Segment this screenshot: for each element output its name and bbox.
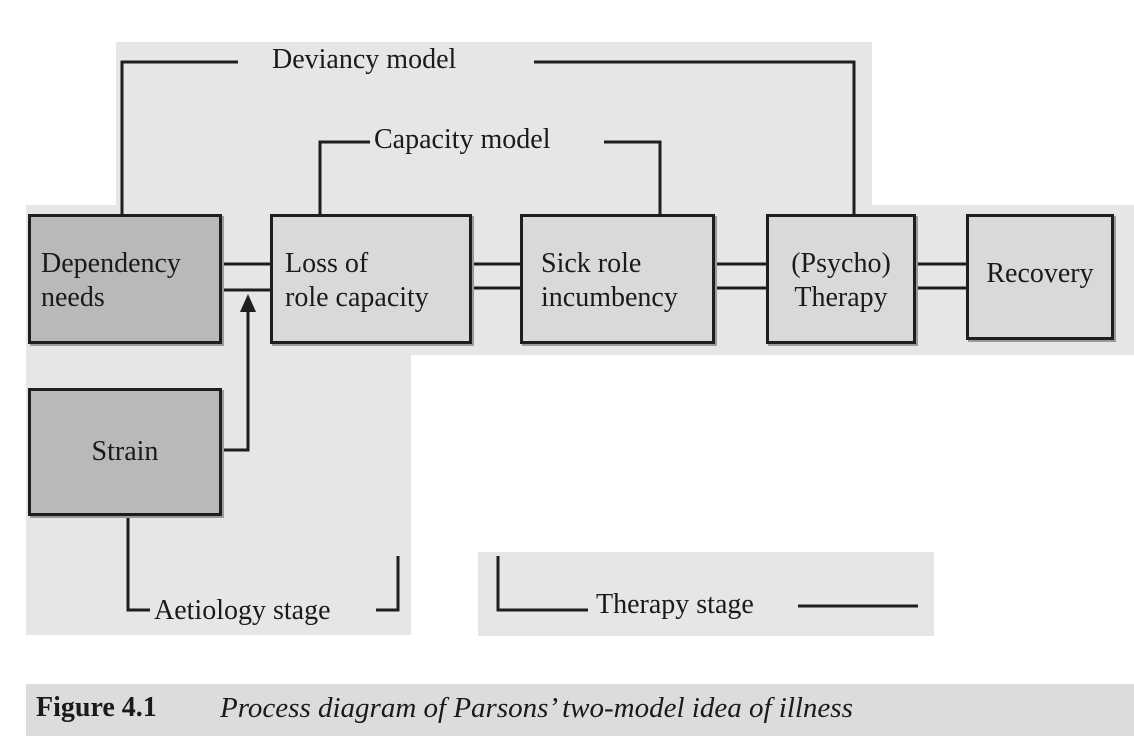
aetiology-stage-bracket-right [376, 556, 400, 612]
strain-arrow-line [222, 298, 250, 452]
scan-background-right [478, 552, 934, 636]
deviancy-model-line-left [120, 60, 238, 214]
figure-caption-text: Process diagram of Parsons’ two-model id… [220, 692, 853, 724]
strain-box: Strain [28, 388, 222, 516]
aetiology-stage-label: Aetiology stage [154, 595, 331, 626]
loss-of-role-capacity-box: Loss of role capacity [270, 214, 472, 344]
recovery-box: Recovery [966, 214, 1114, 340]
strain-label: Strain [91, 436, 159, 467]
dependency-needs-label: Dependency needs [41, 248, 181, 313]
capacity-model-line-left [318, 140, 370, 214]
strain-arrow-head [240, 294, 256, 312]
deviancy-model-label: Deviancy model [272, 44, 457, 75]
dependency-needs-box: Dependency needs [28, 214, 222, 344]
psycho-therapy-label: (Psycho) Therapy [791, 248, 891, 313]
therapy-stage-bracket [496, 556, 588, 612]
sick-role-incumbency-box: Sick role incumbency [520, 214, 715, 344]
recovery-label: Recovery [986, 258, 1094, 289]
loss-of-role-capacity-label: Loss of role capacity [285, 248, 429, 313]
capacity-model-label: Capacity model [374, 124, 551, 155]
deviancy-model-line-right [534, 60, 856, 214]
figure-number: Figure 4.1 [36, 692, 157, 723]
capacity-model-line-right [604, 140, 662, 214]
psycho-therapy-box: (Psycho) Therapy [766, 214, 916, 344]
scan-background-top [116, 42, 872, 212]
aetiology-stage-bracket-left [126, 515, 150, 612]
sick-role-incumbency-label: Sick role incumbency [541, 248, 678, 313]
figure-caption: Figure 4.1 Process diagram of Parsons’ t… [26, 684, 1134, 736]
therapy-stage-label: Therapy stage [596, 589, 754, 620]
